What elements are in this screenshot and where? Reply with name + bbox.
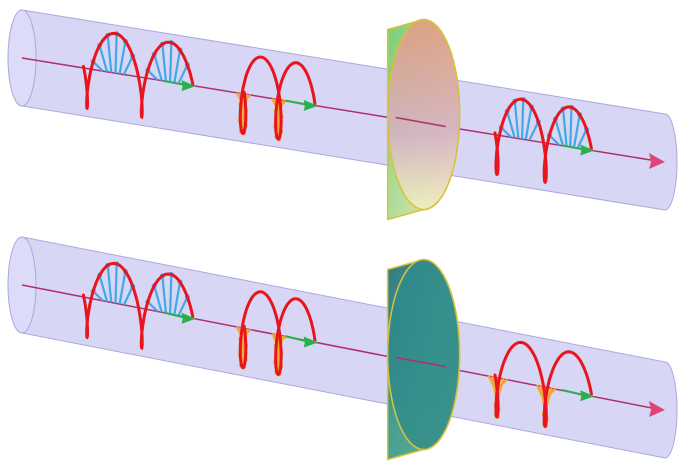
propagation-line — [285, 99, 308, 106]
field-vector — [98, 45, 109, 73]
wave-segment — [493, 97, 595, 185]
propagation-arrow-icon — [303, 99, 318, 111]
field-vector — [169, 42, 173, 82]
propagation-line — [163, 311, 186, 319]
helix-curve — [493, 340, 593, 429]
field-vector — [569, 107, 573, 147]
end-arrowhead-icon — [649, 401, 665, 417]
bottom-panel — [7, 236, 678, 461]
helix-curve — [81, 31, 195, 120]
wave-segment — [81, 261, 196, 351]
field-vector — [122, 55, 134, 75]
wave-plate-face — [386, 18, 461, 211]
wave-plate — [386, 258, 461, 461]
axis-through-plate — [395, 356, 446, 368]
field-vector — [114, 263, 118, 304]
tube — [21, 236, 678, 459]
propagation-line — [561, 144, 585, 151]
propagation-arrow-icon — [181, 312, 196, 324]
propagation-axis — [21, 57, 658, 162]
propagation-arrow-icon — [181, 80, 196, 92]
field-vector — [177, 296, 189, 316]
propagation-line — [163, 79, 186, 87]
helix-curve — [81, 261, 195, 351]
field-vector — [554, 118, 564, 146]
field-vector — [572, 114, 581, 148]
top-panel — [7, 9, 678, 221]
wave-segment — [235, 290, 318, 377]
wave-segment — [235, 55, 318, 142]
field-vector — [106, 265, 113, 303]
field-vector — [177, 64, 189, 84]
end-arrowhead-icon — [649, 153, 665, 169]
field-vector — [169, 274, 173, 314]
propagation-line — [285, 335, 309, 343]
field-vector — [520, 99, 525, 139]
field-vector — [114, 33, 118, 74]
helix-curve — [238, 290, 317, 377]
wave-plate — [386, 18, 461, 221]
field-vector — [106, 35, 113, 73]
field-vector — [161, 44, 168, 82]
field-vector — [513, 101, 520, 139]
field-vector — [173, 49, 182, 83]
tube — [21, 9, 678, 211]
propagation-arrow-icon — [303, 336, 318, 348]
helix-curve — [493, 97, 593, 185]
field-vector — [118, 41, 127, 74]
field-vector — [122, 285, 134, 306]
propagation-arrow-icon — [580, 144, 595, 156]
field-vector — [161, 275, 168, 314]
field-vector — [506, 111, 516, 138]
propagation-arrow-icon — [580, 390, 595, 402]
field-vector — [153, 285, 163, 313]
wave-plate-face — [386, 258, 461, 451]
field-vector — [98, 274, 109, 302]
wave-segment — [487, 340, 595, 429]
propagation-line — [561, 389, 585, 397]
field-vector — [561, 108, 568, 147]
field-vector — [528, 121, 540, 141]
field-vector — [524, 106, 533, 140]
field-vector — [173, 281, 182, 315]
wave-segment — [81, 31, 196, 120]
helix-curve — [238, 55, 317, 141]
field-vector — [118, 271, 127, 305]
field-vector — [153, 54, 163, 81]
axis-through-plate — [395, 116, 446, 128]
field-vector — [576, 129, 588, 149]
